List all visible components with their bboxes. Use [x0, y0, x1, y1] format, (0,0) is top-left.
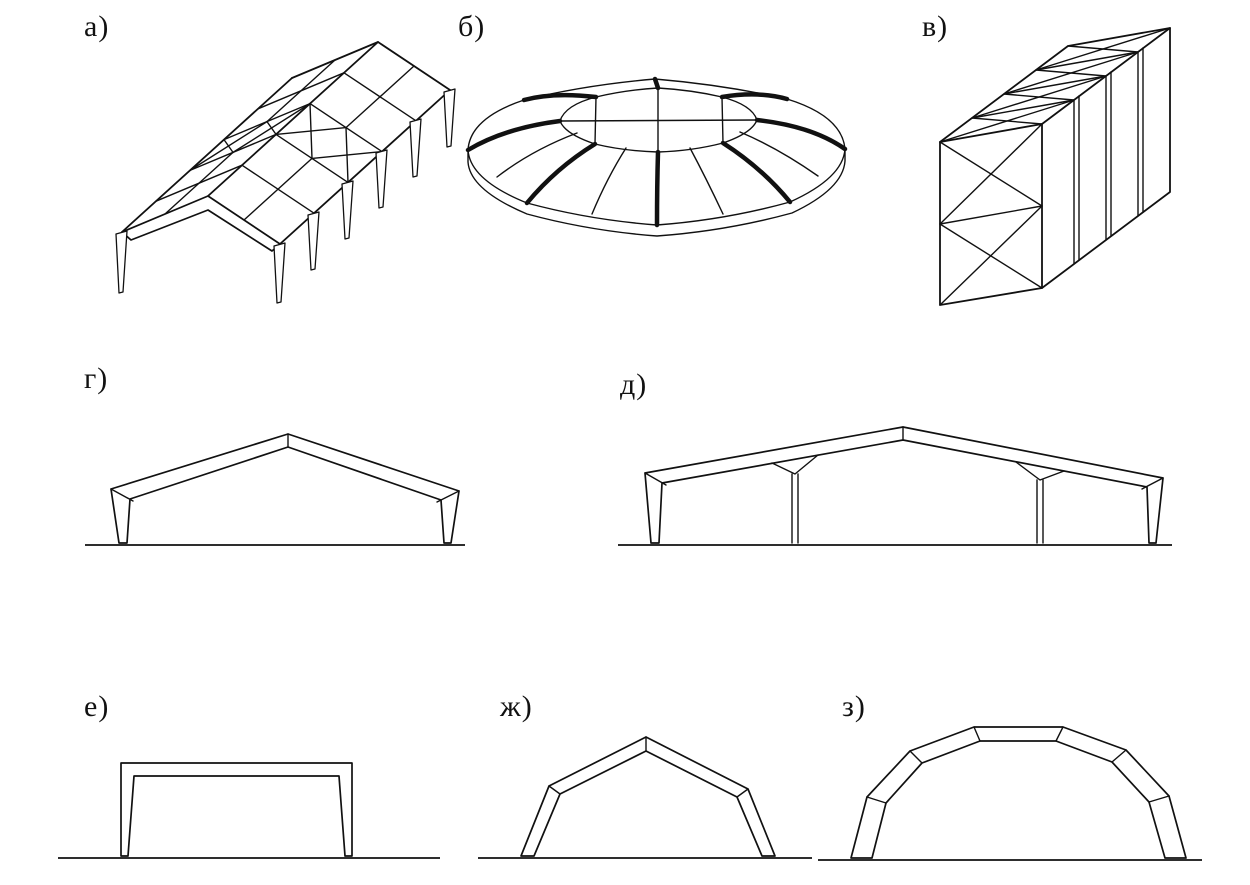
figure-a-frame-hall	[115, 41, 456, 304]
figure-e-portal-frame	[58, 762, 440, 859]
dome-ribs	[465, 76, 848, 228]
figure-a-label: а)	[84, 10, 110, 43]
figure-b-dome-tent	[465, 76, 848, 237]
top-bracing-x	[939, 27, 1171, 143]
figure-e-label: е)	[84, 690, 110, 723]
side-posts	[1073, 47, 1144, 265]
figure-zh-label: ж)	[500, 690, 533, 723]
figure-g-label: г)	[84, 362, 109, 395]
figure-v-label: в)	[922, 10, 949, 43]
figure-z-label: з)	[842, 690, 866, 723]
figure-g-gable-frame	[85, 433, 465, 546]
figure-d-label: д)	[620, 368, 648, 401]
interior-posts	[771, 454, 1065, 544]
near-gable-frame	[121, 195, 281, 252]
columns	[115, 88, 456, 304]
figure-b-label: б)	[458, 10, 486, 43]
figure-z-segmented-arch	[818, 726, 1202, 861]
figure-zh-polygonal-arch	[478, 736, 812, 859]
figure-d-multispan-frame	[618, 426, 1172, 546]
roof-bracing-x	[189, 102, 383, 184]
figure-v-box-truss	[939, 27, 1171, 306]
